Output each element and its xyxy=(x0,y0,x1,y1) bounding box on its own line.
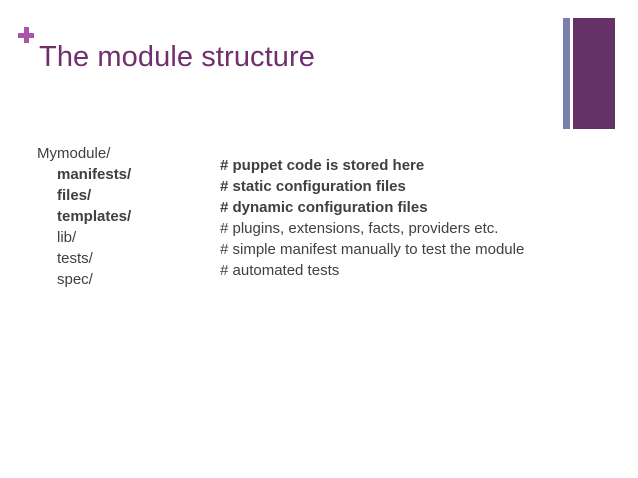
module-directory-comments: # puppet code is stored here # static co… xyxy=(220,155,524,281)
comment-line: # dynamic configuration files xyxy=(220,199,428,216)
comment-line: # static configuration files xyxy=(220,178,406,195)
decorative-bar-thin xyxy=(563,18,570,129)
tree-node: files/ xyxy=(57,187,92,204)
comment-line: # plugins, extensions, facts, providers … xyxy=(220,220,499,237)
comment-line: # automated tests xyxy=(220,262,340,279)
tree-node: manifests/ xyxy=(57,166,132,183)
tree-node: spec/ xyxy=(57,271,93,288)
page-title: The module structure xyxy=(39,41,316,73)
tree-node: templates/ xyxy=(57,208,132,225)
tree-node: Mymodule/ xyxy=(37,145,111,162)
plus-icon xyxy=(18,27,34,43)
plus-icon-vertical-stroke xyxy=(23,27,29,43)
module-directory-tree: Mymodule/ manifests/ files/ templates/ l… xyxy=(37,143,131,290)
tree-node: tests/ xyxy=(57,250,93,267)
decorative-bar-thick xyxy=(573,18,615,129)
tree-node: lib/ xyxy=(57,229,77,246)
comment-line: # puppet code is stored here xyxy=(220,157,425,174)
comment-line: # simple manifest manually to test the m… xyxy=(220,241,525,258)
